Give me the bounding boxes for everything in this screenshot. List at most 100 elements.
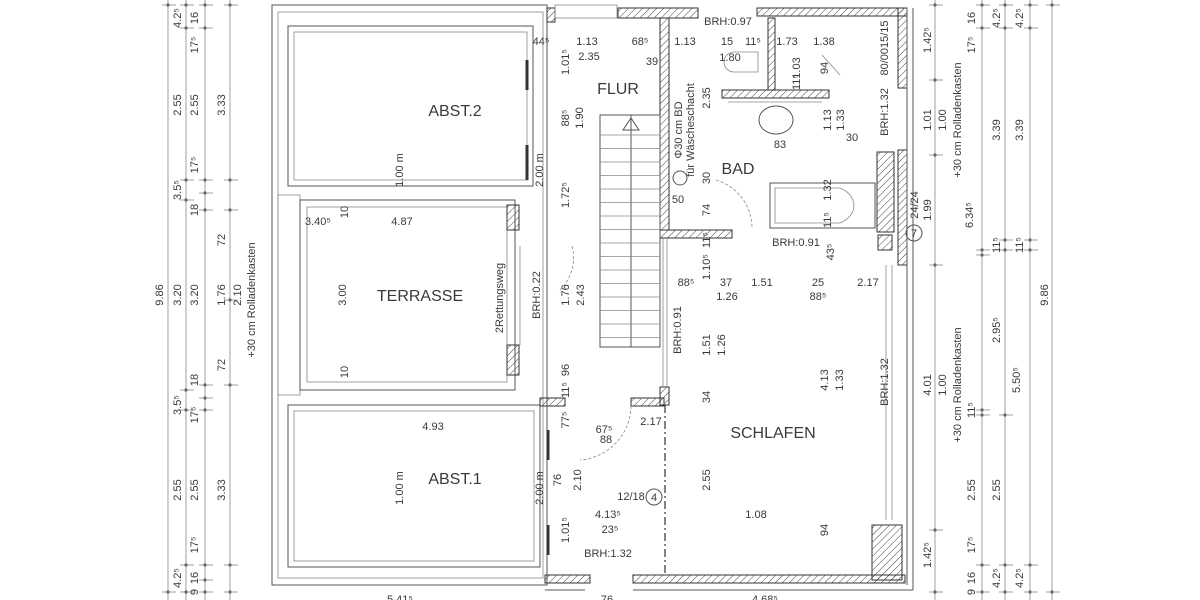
dimension-label: 2.95⁵: [991, 317, 1003, 343]
note-rolladen-left: +30 cm Rolladenkasten: [246, 242, 258, 357]
abst2-area: [287, 25, 534, 187]
dimension-label: 1.00: [937, 109, 949, 130]
dimension-label: 9: [966, 589, 978, 595]
dimension-label: 1.26: [716, 291, 737, 303]
dimension-label: 1.13: [674, 36, 695, 48]
dimension-label: 68⁵: [632, 36, 649, 48]
dimension-lines: [162, 0, 1060, 600]
dimension-label: 2.17: [640, 416, 661, 428]
dimension-label: 11⁵: [745, 36, 761, 48]
room-schlafen: SCHLAFEN: [730, 425, 815, 442]
room-flur: FLUR: [597, 81, 639, 98]
dimension-label: 11⁵: [791, 74, 803, 90]
dimension-label: 1.13: [576, 36, 597, 48]
dimension-label: 11⁵: [560, 382, 572, 398]
dimension-label: 17⁵: [189, 37, 201, 54]
stair-marker-circle: [645, 488, 663, 506]
room-bad: BAD: [722, 161, 755, 178]
dimension-labels: 9.864.2⁵2.553.5⁵3.203.5⁵2.554.2⁵1617⁵2.5…: [154, 8, 1051, 600]
dimension-label: 3.5⁵: [172, 180, 184, 200]
dimension-label: 3.20: [172, 284, 184, 305]
dimension-label: 11⁵: [701, 232, 713, 248]
dimension-label: 1.33: [834, 369, 846, 390]
dimension-label: 2.17: [857, 277, 878, 289]
dimension-label: 88⁵: [810, 291, 827, 303]
dimension-label: 72: [216, 359, 228, 371]
dimension-label: 5.50⁵: [1011, 367, 1023, 393]
dimension-label: 16: [966, 572, 978, 584]
dimension-label: 1.38: [813, 36, 834, 48]
dimension-label: 1.01⁵: [560, 49, 572, 75]
dimension-label: 88⁵: [678, 277, 695, 289]
dimension-label: 1.03: [791, 57, 803, 78]
dimension-label: 39: [646, 56, 658, 68]
dimension-label: 4.2⁵: [1014, 568, 1026, 588]
dimension-label: 2.10: [232, 284, 244, 305]
dimension-label: 18: [189, 374, 201, 386]
dimension-label: 1.76: [560, 284, 572, 305]
dimension-label: 2.43: [575, 284, 587, 305]
room-labels: ABST.2 FLUR BAD TERRASSE SCHLAFEN ABST.1: [377, 81, 816, 488]
dimension-label: 1.51: [701, 334, 713, 355]
dimension-label: 16: [189, 572, 201, 584]
dimension-label: 16: [189, 12, 201, 24]
note-abst1-h1: 1.00 m: [394, 471, 406, 505]
dimension-label: 1.00: [937, 374, 949, 395]
stair-marker: 4: [651, 492, 657, 504]
dimension-label: 2.10: [572, 469, 584, 490]
dimension-label: 11⁵: [1014, 237, 1026, 253]
dimension-label: 1.13: [822, 109, 834, 130]
dimension-label: 3.39: [1014, 119, 1026, 140]
note-window-code: 80/0015/15: [879, 20, 891, 75]
dimension-label: 2.35: [578, 51, 599, 63]
outer-balcony: [271, 4, 548, 586]
dimension-label: 1.33: [835, 109, 847, 130]
bottom-dimension-label: 5.41⁵: [387, 594, 413, 600]
dimension-label: 96: [560, 364, 572, 376]
terrace-area: [299, 199, 521, 391]
dimension-label: 11⁵: [822, 212, 834, 228]
dimension-label: 3.39: [991, 119, 1003, 140]
dimension-label: 43⁵: [825, 244, 837, 261]
note-rolladen-right-bottom: +30 cm Rolladenkasten: [952, 327, 964, 442]
dimension-label: 4.2⁵: [172, 568, 184, 588]
dimension-label: 94: [819, 524, 831, 536]
window-marker: 7: [911, 228, 917, 240]
dimension-label: 23⁵: [602, 524, 619, 536]
dimension-label: 4.2⁵: [172, 8, 184, 28]
window-marker-circle: [905, 224, 923, 242]
abst1-area: [287, 404, 550, 568]
dimension-label: 9.86: [1039, 284, 1051, 305]
dimension-label: 9: [189, 589, 201, 595]
staircase: [599, 114, 661, 348]
dimension-label: 4.13⁵: [595, 509, 621, 521]
note-brh-022: BRH:0.22: [531, 271, 543, 319]
room-terrasse: TERRASSE: [377, 288, 463, 305]
dimension-label: 9.86: [154, 284, 166, 305]
note-brh-132-bottom: BRH:1.32: [584, 548, 632, 560]
dimension-label: 4.2⁵: [991, 568, 1003, 588]
dimension-label: 17⁵: [189, 537, 201, 554]
dimension-label: 2.55: [701, 469, 713, 490]
note-abst2-h1: 1.00 m: [394, 153, 406, 187]
dimension-label: 2.35: [701, 87, 713, 108]
dimension-label: 1.32: [822, 179, 834, 200]
dimension-label: 3.00: [337, 284, 349, 305]
dimension-label: 76: [552, 474, 564, 486]
dimension-label: 4.2⁵: [991, 8, 1003, 28]
dimension-label: 11⁵: [991, 237, 1003, 253]
dimension-label: 2.55: [966, 479, 978, 500]
dimension-label: 50: [672, 194, 684, 206]
note-brh-132-bad: BRH:1.32: [879, 88, 891, 136]
dimension-label: 1.08: [745, 509, 766, 521]
note-brh-097: BRH:0.97: [704, 16, 752, 28]
dimension-label: 2.55: [189, 94, 201, 115]
dimension-label: 88: [600, 434, 612, 446]
note-brh-091-flur: BRH:0.91: [672, 306, 684, 354]
dimension-label: 77⁵: [560, 412, 572, 429]
dimension-label: 10: [339, 366, 351, 378]
dimension-label: 94: [819, 62, 831, 74]
dimension-label: 2.55: [172, 94, 184, 115]
dimension-label: 3.33: [216, 479, 228, 500]
